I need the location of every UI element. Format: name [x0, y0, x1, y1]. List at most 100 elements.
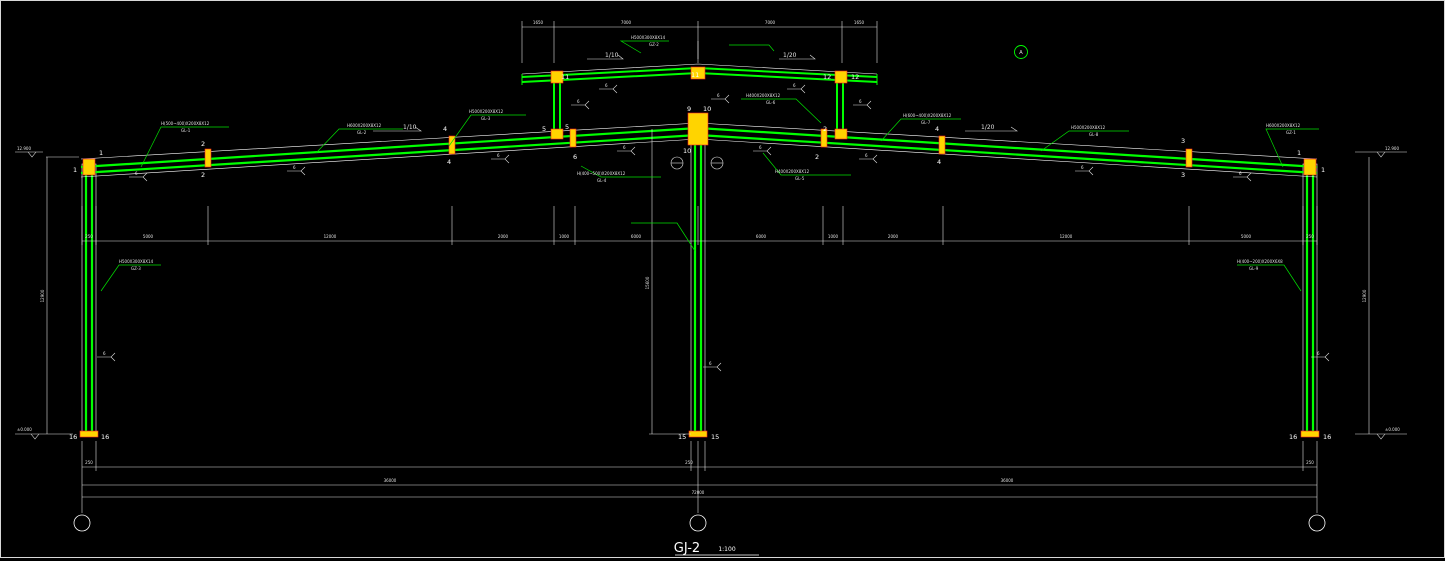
member-label: GL-6 [766, 100, 776, 105]
top-dimension-chain [521, 21, 878, 63]
mid-dim-3: 12000 [324, 234, 337, 239]
weld-mark: 6 [1081, 165, 1084, 170]
member-label: H(400~200)X200X6X8 [1237, 259, 1283, 264]
level-marker-base-right [1355, 433, 1407, 440]
top-dim-1: 1650 [533, 20, 544, 25]
center-reference [670, 41, 724, 170]
joint-number: 11 [561, 73, 569, 81]
top-dim-2: 7000 [621, 20, 632, 25]
weld-mark: 6 [709, 361, 712, 366]
weld-flags [97, 84, 1330, 372]
height-dim-left: 12900 [40, 289, 45, 302]
joint-number: 12 [823, 73, 831, 81]
weld-mark: 6 [103, 351, 106, 356]
joint-number: 1 [1321, 166, 1325, 174]
member-label: GL-2 [357, 130, 367, 135]
mid-dim-9: 2000 [888, 234, 899, 239]
weld-mark: 6 [1317, 351, 1320, 356]
column-dim-left: 250 [85, 460, 93, 465]
member-label: H(500~400)X200X8X12 [161, 121, 210, 126]
axis-bubble-a: A [1014, 45, 1028, 59]
joint-number: 6 [573, 153, 577, 161]
level-eave-right: 12.900 [1385, 146, 1399, 151]
joint-number: 3 [1181, 171, 1185, 179]
joint-numbers: 1 1 2 2 4 4 5 5 6 9 10 10 11 11 12 12 2 … [69, 71, 1331, 441]
member-callout-leaders [100, 40, 1319, 292]
slope-roof-left: 1/10 [403, 124, 417, 131]
member-label: GL-8 [1089, 132, 1099, 137]
base-plates [79, 430, 1320, 438]
joint-number: 5 [565, 123, 569, 131]
connection-plates [82, 66, 1317, 176]
joint-number: 2 [815, 153, 819, 161]
weld-mark: 6 [293, 165, 296, 170]
slope-arrows [373, 54, 1018, 132]
member-labels: H(500~400)X200X8X12 GL-1 H600X200X8X12 G… [119, 35, 1301, 271]
mid-dim-5: 1000 [559, 234, 570, 239]
roof-rafter-left [80, 122, 699, 178]
joint-number: 15 [711, 433, 719, 441]
joint-number: 12 [851, 73, 859, 81]
weld-mark: 6 [859, 99, 862, 104]
weld-mark: 6 [605, 83, 608, 88]
lantern-post-right [836, 79, 844, 136]
weld-mark: 6 [865, 153, 868, 158]
level-marker-eave-right [1355, 151, 1407, 158]
member-label: GL-1 [181, 128, 191, 133]
joint-number: 15 [678, 433, 686, 441]
member-label: H600X200X8X12 [1266, 123, 1301, 128]
column-center [690, 125, 706, 435]
mid-dimension-chain [81, 206, 1318, 245]
height-dim-center: 15600 [645, 276, 650, 289]
height-dimensions [46, 129, 1370, 435]
joint-number: 5 [542, 125, 546, 133]
lantern-post-left [553, 79, 561, 136]
member-label: GL-5 [795, 176, 805, 181]
member-label: H500X300X8X14 [631, 35, 666, 40]
joint-number: 2 [201, 171, 205, 179]
mid-dim-11: 5000 [1241, 234, 1252, 239]
joint-number: 1 [99, 149, 103, 157]
weld-mark: 6 [135, 171, 138, 176]
mid-dim-7: 6000 [756, 234, 767, 239]
joint-number: 16 [69, 433, 77, 441]
member-label: H400X200X8X12 [746, 93, 781, 98]
title-block: GJ-2 1:100 [674, 541, 759, 556]
member-label: GZ-3 [131, 266, 141, 271]
column-dim-center: 250 [685, 460, 693, 465]
joint-number: 10 [703, 105, 711, 113]
joint-number: 4 [935, 125, 939, 133]
level-eave-left: 12.900 [17, 146, 31, 151]
member-label: H(400~500)X200X8X12 [577, 171, 626, 176]
bottom-dimension-chain [81, 441, 1318, 513]
drawing-scale: 1:100 [718, 546, 735, 553]
member-label: H400X200X8X12 [775, 169, 810, 174]
roof-rafter-right [697, 122, 1318, 178]
joint-number: 2 [823, 125, 827, 133]
mid-dim-8: 1000 [828, 234, 839, 239]
joint-number: 9 [687, 105, 691, 113]
member-label: H600X200X8X12 [347, 123, 382, 128]
joint-number: 2 [201, 140, 205, 148]
weld-mark: 6 [759, 145, 762, 150]
member-label: H500X300X8X14 [119, 259, 154, 264]
mid-dim-1: 250 [85, 234, 93, 239]
member-label: GZ-2 [649, 42, 659, 47]
joint-number: 4 [447, 158, 451, 166]
joint-number: 16 [1323, 433, 1331, 441]
mid-dim-2: 5000 [143, 234, 154, 239]
mid-dim-labels: 250 5000 12000 2000 1000 6000 6000 1000 … [85, 234, 1314, 239]
slope-lantern-right: 1/20 [783, 52, 797, 59]
column-dim-right: 250 [1306, 460, 1314, 465]
joint-number: 10 [683, 147, 691, 155]
joint-number: 4 [937, 158, 941, 166]
top-dim-4: 1650 [854, 20, 865, 25]
drawing-title: GJ-2 [674, 541, 700, 556]
slope-lantern-left: 1/10 [605, 52, 619, 59]
member-label: GL-4 [597, 178, 607, 183]
weld-mark: 6 [623, 145, 626, 150]
level-marker-eave-left [15, 151, 79, 158]
column-left [81, 163, 97, 435]
